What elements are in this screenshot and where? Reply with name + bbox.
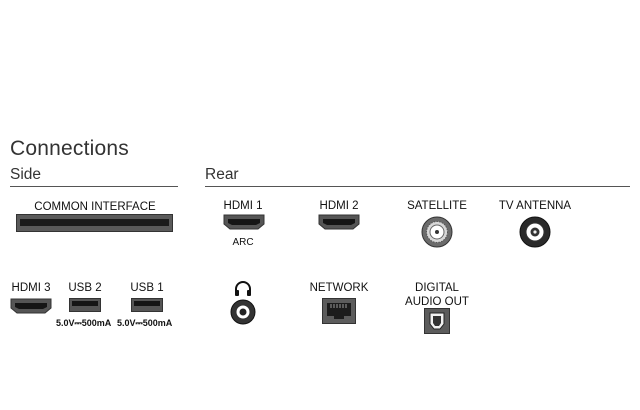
usb-port-icon <box>131 298 163 312</box>
hdmi-port-icon <box>318 214 360 230</box>
digital-audio-out-label-line2: AUDIO OUT <box>405 296 469 308</box>
hdmi1-arc-label: ARC <box>232 237 254 248</box>
satellite-label: SATELLITE <box>407 200 467 212</box>
ethernet-port-icon <box>322 298 356 324</box>
optical-port-icon <box>424 308 450 334</box>
hdmi-port-icon <box>10 298 52 314</box>
usb-port-icon <box>69 298 101 312</box>
hdmi-port-icon <box>223 214 265 230</box>
ci-slot-icon <box>16 214 173 232</box>
hdmi1-label: HDMI 1 <box>223 200 263 212</box>
usb1-label: USB 1 <box>130 282 164 294</box>
usb1-rating: 5.0V⎓500mA <box>117 318 173 328</box>
network-label: NETWORK <box>309 282 369 294</box>
digital-audio-out-label-line1: DIGITAL <box>415 282 459 294</box>
hdmi2-label: HDMI 2 <box>319 200 359 212</box>
section-side-header: Side <box>10 166 42 183</box>
usb2-label: USB 2 <box>68 282 102 294</box>
rear-divider <box>205 186 630 187</box>
hdmi3-label: HDMI 3 <box>11 282 51 294</box>
coax-connector-icon <box>519 216 551 248</box>
common-interface-label: COMMON INTERFACE <box>34 201 156 213</box>
tv-antenna-label: TV ANTENNA <box>498 200 572 212</box>
headphone-icon <box>235 281 251 296</box>
page-title: Connections <box>10 137 129 160</box>
side-divider <box>10 186 178 187</box>
coax-f-connector-icon <box>421 216 453 248</box>
section-rear-header: Rear <box>205 166 239 183</box>
audio-jack-icon <box>230 299 256 325</box>
usb2-rating: 5.0V⎓500mA <box>56 318 112 328</box>
